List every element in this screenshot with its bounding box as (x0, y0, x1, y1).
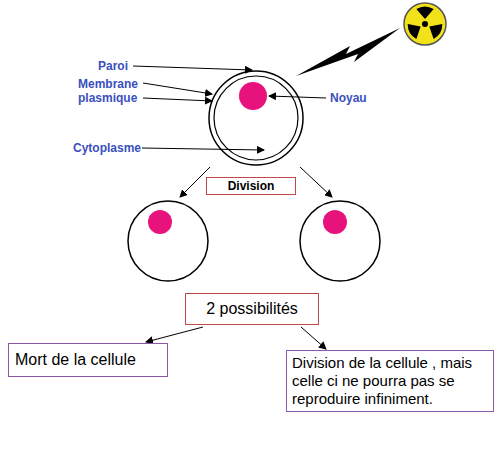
leader-line (143, 98, 212, 101)
daughter-cell (128, 201, 208, 281)
box-text: Mort de la cellule (15, 351, 161, 369)
nucleus (148, 210, 172, 234)
plasma-membrane (214, 76, 298, 160)
arrow-connector (301, 327, 326, 349)
choice-box: 2 possibilités (185, 293, 319, 325)
part-label: Paroi (98, 59, 128, 73)
cell-wall (209, 71, 303, 165)
part-label: Membrane plasmique (78, 77, 140, 105)
lightning-bolt (296, 28, 400, 76)
outcome-box: Division de la cellule , mais celle ci n… (286, 350, 494, 412)
nucleus (239, 82, 267, 110)
arrow-connector (146, 327, 203, 342)
outcome-box: Mort de la cellule (8, 343, 168, 377)
part-label: Cytoplasme (73, 141, 141, 155)
daughter-cell (300, 201, 380, 281)
division-arrow (300, 167, 332, 197)
leader-line (143, 83, 212, 94)
box-text: Division (210, 179, 292, 193)
step-box: Division (206, 177, 296, 195)
part-label: Noyau (330, 91, 367, 105)
nucleus (323, 210, 347, 234)
leader-line (142, 148, 264, 150)
box-text: Division de la cellule , mais celle ci n… (292, 354, 488, 408)
radiation-symbol (404, 3, 446, 45)
leader-line (269, 96, 326, 98)
leader-line (133, 66, 252, 70)
box-text: 2 possibilités (190, 300, 314, 318)
